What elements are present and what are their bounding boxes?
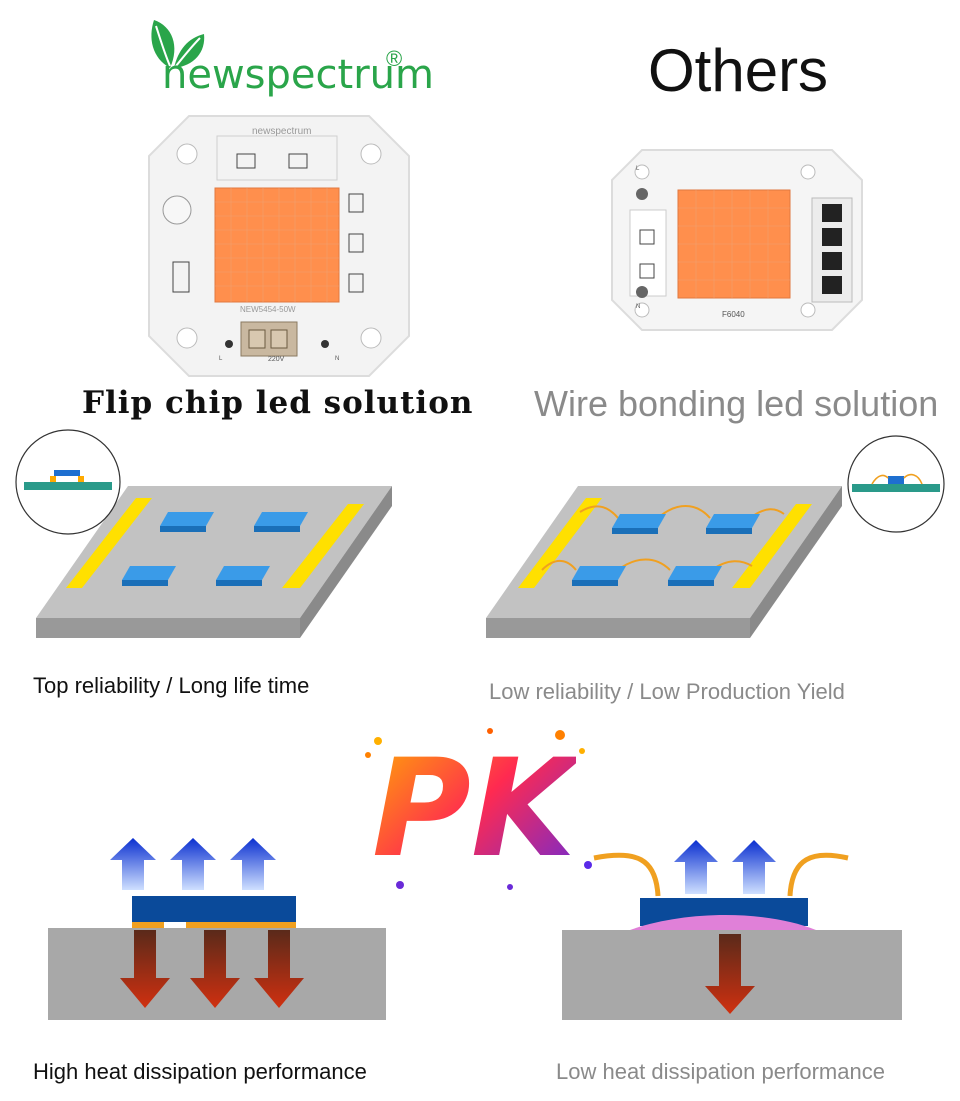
left-reliability-caption: Top reliability / Long life time (33, 673, 310, 698)
right-heat-caption: Low heat dissipation performance (556, 1059, 885, 1084)
left-heat-caption: High heat dissipation performance (33, 1059, 367, 1084)
flip-chip-cob-image (148, 115, 410, 377)
registered-mark: ® (386, 46, 403, 71)
brand-logo-text: newspectrum (162, 52, 434, 98)
pk-versus-mark: PK (372, 730, 576, 887)
left-chip-mark-n: N (335, 356, 340, 362)
wire-bonding-heading: Wire bonding led solution (534, 383, 939, 424)
left-chip-voltage: 220V (268, 356, 285, 363)
left-chip-mark-l: L (219, 356, 223, 362)
left-chip-silkscreen-brand: newspectrum (252, 126, 312, 137)
right-reliability-caption: Low reliability / Low Production Yield (489, 679, 845, 704)
right-chip-mark-l: L (636, 166, 640, 172)
right-chip-mark-n: N (636, 304, 641, 310)
others-heading: Others (648, 37, 829, 104)
wire-bonding-cob-image (611, 149, 863, 331)
wire-bonding-substrate-diagram (486, 435, 945, 638)
flip-chip-substrate-diagram (15, 429, 392, 638)
right-chip-model: F6040 (722, 310, 745, 319)
flip-chip-heat-diagram (48, 838, 386, 1020)
leaf-logo-icon (151, 20, 205, 68)
wire-bonding-heat-diagram (562, 840, 902, 1020)
flip-chip-heading: Flip chip led solution (82, 385, 474, 421)
pk-splash-decoration (365, 728, 592, 890)
heat-up-arrows (110, 838, 276, 890)
left-chip-model: NEW5454-50W (240, 305, 296, 314)
